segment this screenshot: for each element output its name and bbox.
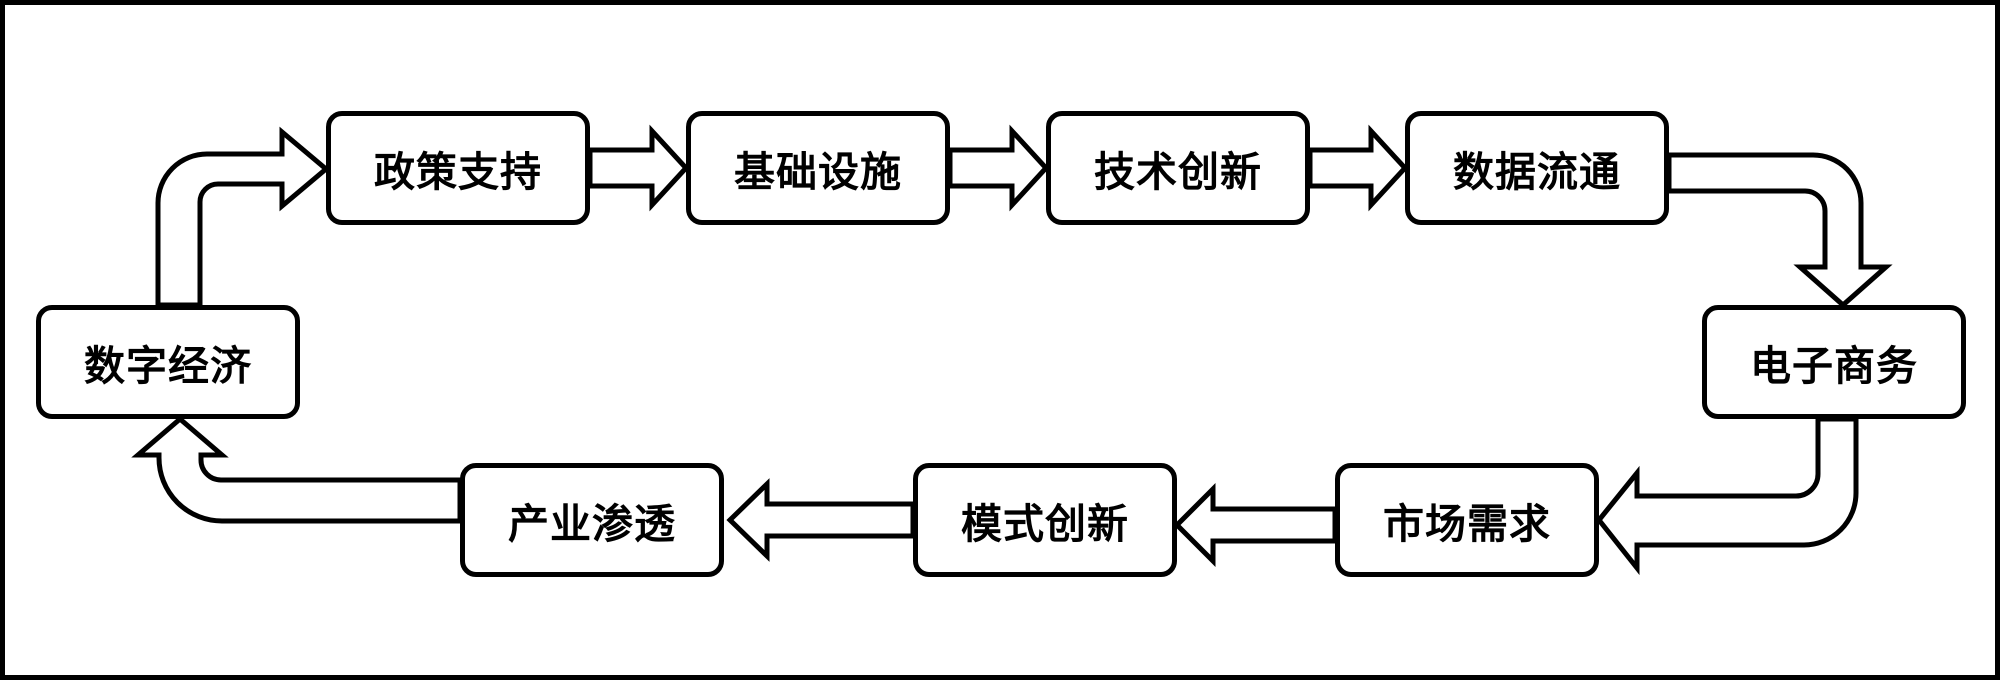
node-label: 数字经济: [84, 342, 252, 390]
node-market-demand[interactable]: 市场需求: [1335, 463, 1599, 577]
arrow-market-to-model: [1173, 482, 1338, 568]
node-data-circulation[interactable]: 数据流通: [1405, 111, 1669, 225]
node-label: 政策支持: [374, 148, 542, 196]
arrow-data-to-ecommerce: [1666, 152, 1893, 309]
node-infrastructure[interactable]: 基础设施: [686, 111, 950, 225]
node-model-innovation[interactable]: 模式创新: [913, 463, 1177, 577]
arrow-infrastructure-to-tech: [947, 124, 1050, 212]
node-label: 基础设施: [734, 148, 902, 196]
node-digital-economy[interactable]: 数字经济: [36, 305, 300, 419]
node-industry-penetration[interactable]: 产业渗透: [460, 463, 724, 577]
arrow-ecommerce-to-market: [1595, 416, 1859, 576]
node-tech-innovation[interactable]: 技术创新: [1046, 111, 1310, 225]
node-label: 模式创新: [961, 500, 1129, 548]
arrow-policy-to-infrastructure: [587, 124, 690, 212]
node-ecommerce[interactable]: 电子商务: [1702, 305, 1966, 419]
node-label: 产业渗透: [508, 500, 676, 548]
node-label: 技术创新: [1094, 148, 1262, 196]
node-label: 数据流通: [1453, 148, 1621, 196]
arrow-industry-to-digital: [131, 415, 463, 524]
flow-arrows-layer: [131, 124, 1893, 576]
arrow-digital-to-policy: [155, 126, 330, 308]
arrow-tech-to-data: [1307, 124, 1409, 212]
node-label: 市场需求: [1383, 500, 1551, 548]
arrow-model-to-industry: [726, 478, 916, 562]
node-policy-support[interactable]: 政策支持: [326, 111, 590, 225]
node-label: 电子商务: [1750, 342, 1918, 390]
